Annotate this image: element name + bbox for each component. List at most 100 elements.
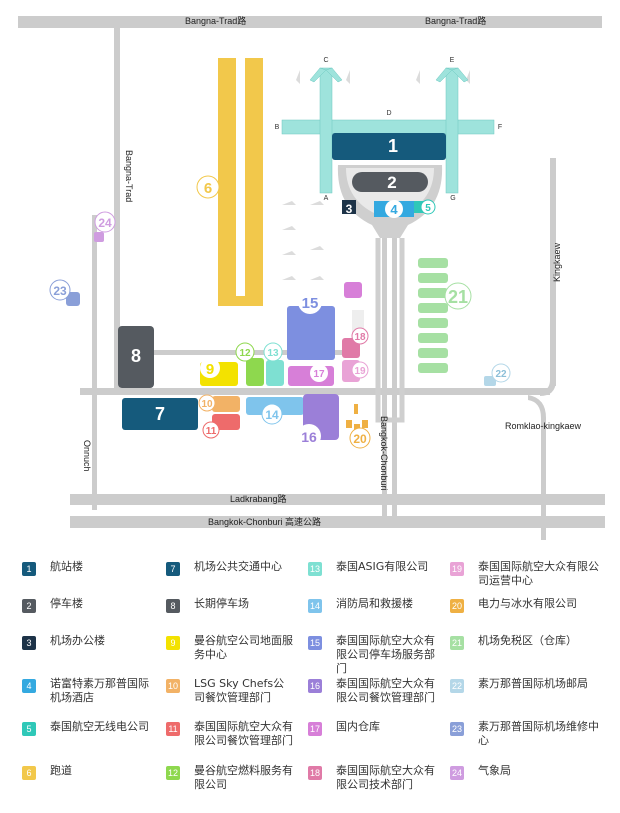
legend-label-8: 长期停车场 <box>194 597 249 610</box>
legend-label-18: 泰国国际航空大众有限公司技术部门 <box>336 764 435 791</box>
bangna-trad-right-label: Bangna-Trad路 <box>425 15 486 26</box>
concourse-a-label: A <box>324 195 329 202</box>
thai-parking-service <box>287 306 335 360</box>
legend-label-3: 机场办公楼 <box>50 634 105 647</box>
marker-10: 10 <box>201 399 213 410</box>
legend-badge-2: 2 <box>22 599 36 613</box>
marker-22: 22 <box>495 369 507 380</box>
legend-badge-3: 3 <box>22 636 36 650</box>
runway-west-left <box>218 58 236 306</box>
legend-label-13: 泰国ASIG有限公司 <box>336 560 429 573</box>
bangkok-chonburi-label: Bangkok-Chonburi <box>379 416 389 491</box>
legend-label-11: 泰国国际航空大众有限公司餐饮管理部门 <box>194 720 293 747</box>
concourse-e <box>445 67 459 194</box>
power-chilled-water <box>346 404 368 430</box>
legend-label-5: 泰国航空无线电公司 <box>50 720 149 733</box>
runways <box>218 58 263 306</box>
kingkaew-road <box>550 158 556 386</box>
long-term-parking <box>118 326 154 388</box>
concourse-e-fork <box>435 67 469 83</box>
asig-building <box>266 360 284 386</box>
concourse-f-label: F <box>498 124 502 131</box>
legend-label-7: 机场公共交通中心 <box>194 560 282 573</box>
aircraft-markers <box>282 70 470 280</box>
legend-badge-1: 1 <box>22 562 36 576</box>
legend-label-20: 电力与冰水有限公司 <box>478 597 577 610</box>
marker-19: 19 <box>354 366 366 377</box>
onnuch-road <box>92 215 97 510</box>
legend-badge-11: 11 <box>166 722 180 736</box>
map-markers: 1 2 3 4 5 6 7 8 9 10 11 12 13 14 15 16 1… <box>49 136 511 449</box>
legend-badge-19: 19 <box>450 562 464 576</box>
legend-item-4: 4 诺富特素万那普国际机场酒店 <box>22 677 150 705</box>
romklao-label: Romklao-kingkaew <box>505 421 582 431</box>
concourse-e-label: E <box>450 57 455 64</box>
legend-badge-6: 6 <box>22 766 36 780</box>
legend-label-14: 消防局和救援楼 <box>336 597 413 610</box>
marker-4: 4 <box>390 202 398 217</box>
bangna-trad-vertical-road <box>114 28 120 388</box>
concourse-labels: A B C D E F G <box>275 57 502 202</box>
marker-21: 21 <box>448 287 468 307</box>
legend-label-21: 机场免税区（仓库） <box>478 634 577 647</box>
public-transport-center <box>122 398 198 430</box>
legend-label-4: 诺富特素万那普国际机场酒店 <box>50 677 149 704</box>
terminal-building <box>332 133 446 160</box>
legend-label-16: 泰国国际航空大众有限公司餐饮管理部门 <box>336 677 435 704</box>
thai-catering-west <box>212 414 240 430</box>
legend-badge-18: 18 <box>308 766 322 780</box>
legend-label-10: LSG Sky Chefs公司餐饮管理部门 <box>194 677 285 704</box>
legend-label-2: 停车楼 <box>50 597 83 610</box>
legend-label-17: 国内仓库 <box>336 720 380 733</box>
bangkok-chonburi-highway-label: Bangkok-Chonburi 高速公路 <box>208 516 321 527</box>
free-zone-warehouses <box>418 258 448 373</box>
maintenance-center <box>66 292 80 306</box>
concourse-d-label: D <box>386 110 391 117</box>
legend-badge-14: 14 <box>308 599 322 613</box>
legend-badge-23: 23 <box>450 722 464 736</box>
legend-item-11: 11 泰国国际航空大众有限公司餐饮管理部门 <box>166 720 294 748</box>
purple-small-building <box>344 282 362 298</box>
legend-badge-22: 22 <box>450 679 464 693</box>
runway-west-right <box>245 58 263 306</box>
legend-badge-9: 9 <box>166 636 180 650</box>
lsg-sky-chefs <box>212 396 240 412</box>
legend-badge-4: 4 <box>22 679 36 693</box>
legend-badge-21: 21 <box>450 636 464 650</box>
kingkaew-label: Kingkaew <box>552 242 562 282</box>
marker-14: 14 <box>265 408 279 422</box>
legend-label-23: 素万那普国际机场维修中心 <box>478 720 599 747</box>
legend-badge-12: 12 <box>166 766 180 780</box>
legend-badge-8: 8 <box>166 599 180 613</box>
marker-15: 15 <box>302 295 319 312</box>
legend-item-21: 21 机场免税区（仓库） <box>450 634 600 650</box>
marker-7: 7 <box>155 404 165 424</box>
bangkok-chonburi-road-left <box>382 225 387 525</box>
concourse-c-fork <box>309 67 343 83</box>
marker-1: 1 <box>388 136 398 156</box>
marker-18: 18 <box>354 332 366 343</box>
parking-building <box>352 172 428 192</box>
legend-item-8: 8 长期停车场 <box>166 597 294 613</box>
legend-item-18: 18 泰国国际航空大众有限公司技术部门 <box>308 764 436 792</box>
ladkrabang-label: Ladkrabang路 <box>230 493 287 504</box>
marker-13: 13 <box>267 348 279 359</box>
legend-label-9: 曼谷航空公司地面服务中心 <box>194 634 293 661</box>
marker-6: 6 <box>204 180 212 197</box>
concourse-c <box>319 67 333 194</box>
legend-badge-15: 15 <box>308 636 322 650</box>
buildings <box>66 232 496 440</box>
legend-item-9: 9 曼谷航空公司地面服务中心 <box>166 634 294 662</box>
legend-label-6: 跑道 <box>50 764 72 777</box>
legend-item-3: 3 机场办公楼 <box>22 634 150 650</box>
legend-item-6: 6 跑道 <box>22 764 150 780</box>
